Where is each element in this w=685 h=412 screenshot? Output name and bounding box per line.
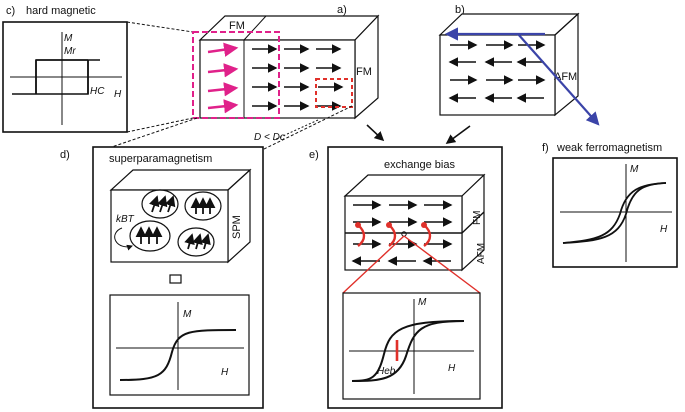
zoom-line-right xyxy=(403,235,481,294)
cube-d-spm: SPM xyxy=(231,215,243,239)
panel-d-letter: d) xyxy=(60,149,70,161)
cube-b-top xyxy=(438,13,580,36)
panel-f: f) weak ferromagnetism M H xyxy=(542,142,678,268)
panel-f-title: weak ferromagnetism xyxy=(556,142,662,154)
panel-e-letter: e) xyxy=(309,149,319,161)
zoom-square-icon xyxy=(169,274,182,284)
magenta-arrow-1 xyxy=(207,42,239,57)
cube-e-afm: AFM xyxy=(476,243,487,264)
panel-a: a) FM FM xyxy=(192,4,385,143)
cube-a-arrows xyxy=(252,44,344,111)
panel-f-letter: f) xyxy=(542,142,549,154)
zoom-line-left xyxy=(342,235,405,294)
cube-e-top xyxy=(343,174,486,197)
panel-c-title: hard magnetic xyxy=(26,5,96,17)
connector-c-bottom xyxy=(126,117,194,133)
coupling-dot-1 xyxy=(355,222,361,228)
connector-c-top xyxy=(126,21,194,33)
spm-particle-4 xyxy=(177,227,215,257)
coupling-dot-2 xyxy=(386,222,392,228)
panel-c: c) hard magnetic M Mr HC H xyxy=(2,5,128,133)
cube-b-front xyxy=(439,34,556,116)
magenta-arrow-3 xyxy=(207,82,239,97)
panel-e-heb: Heb xyxy=(377,366,396,377)
cube-e-arrows xyxy=(351,200,453,266)
panel-e-axis-h: H xyxy=(448,363,456,374)
panel-e-plot-frame xyxy=(342,292,481,400)
panel-d-axis-h: H xyxy=(221,367,229,378)
condition-arrow xyxy=(273,119,319,141)
panel-d-title: superparamagnetism xyxy=(109,153,212,165)
connector-d-left xyxy=(96,117,198,153)
panel-e-title: exchange bias xyxy=(384,159,455,171)
panel-f-axis-h: H xyxy=(660,224,668,235)
cube-b-arrows xyxy=(448,40,546,103)
cube-e-fm: FM xyxy=(472,211,483,225)
panel-e-axis-m: M xyxy=(418,297,427,308)
spm-particle-2 xyxy=(184,191,222,221)
cube-a-fm-side: FM xyxy=(356,66,372,78)
spm-particle-3 xyxy=(129,220,171,252)
cube-a-top xyxy=(198,15,380,41)
panel-e-loop-lower xyxy=(351,320,465,382)
condition-label: D < Dc xyxy=(254,132,285,143)
blue-arrow-diagonal xyxy=(517,33,600,126)
panel-d: d) superparamagnetism SPM kBT xyxy=(60,146,264,409)
panel-d-axis-m: M xyxy=(183,309,192,320)
panel-c-axis-m: M xyxy=(64,33,73,44)
red-selection-box xyxy=(315,78,353,108)
panel-b: b) AFM xyxy=(438,4,600,144)
coupling-dot-3 xyxy=(421,222,427,228)
magenta-selection-box xyxy=(192,31,280,119)
panel-d-curve xyxy=(119,329,237,381)
panel-b-letter: b) xyxy=(455,4,465,16)
panel-d-plot-frame xyxy=(109,294,250,396)
cube-d-top xyxy=(109,169,252,191)
magenta-arrow-2 xyxy=(207,63,239,78)
panel-e-loop-upper xyxy=(351,320,465,382)
spm-particle-1 xyxy=(141,189,179,219)
panel-f-axis-m: M xyxy=(630,164,639,175)
arrow-a-to-e xyxy=(366,124,385,142)
panel-c-letter: c) xyxy=(6,5,15,17)
panel-c-axis-h: H xyxy=(114,89,122,100)
arrow-b-to-e xyxy=(445,125,471,144)
panel-f-loop-lower xyxy=(562,182,667,244)
spm-kbt: kBT xyxy=(116,214,135,225)
magenta-arrow-4 xyxy=(207,99,239,114)
spm-arrows xyxy=(135,195,216,250)
thermal-rotation-arrow xyxy=(114,227,133,251)
panel-c-mr: Mr xyxy=(64,46,76,57)
panel-c-hc: HC xyxy=(90,86,105,97)
cube-a-fm-top: FM xyxy=(229,20,245,32)
connector-d-right xyxy=(261,105,353,151)
panel-a-letter: a) xyxy=(337,4,347,16)
panel-e: e) exchange bias FM AFM xyxy=(309,146,503,409)
